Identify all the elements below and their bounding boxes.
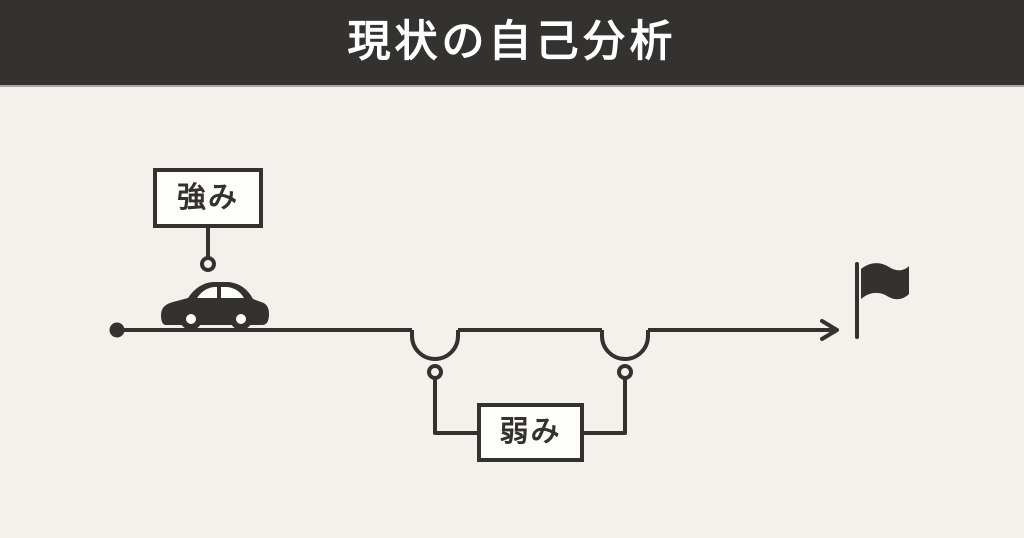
weakness-label: 弱み bbox=[499, 416, 562, 448]
car-wheel-rear-hub bbox=[186, 314, 196, 324]
pothole-left bbox=[410, 330, 460, 361]
weakness-connector-line-right bbox=[582, 378, 627, 435]
weakness-connector-dot-left bbox=[427, 364, 443, 380]
flag-banner bbox=[861, 263, 909, 300]
start-dot-icon bbox=[109, 322, 125, 338]
strength-connector-dot bbox=[200, 256, 216, 272]
strength-label-box: 強み bbox=[153, 168, 263, 228]
strength-label: 強み bbox=[176, 181, 239, 214]
pothole-right bbox=[600, 330, 650, 361]
weakness-label-box: 弱み bbox=[477, 403, 584, 462]
car-icon bbox=[161, 282, 269, 330]
goal-flag-icon bbox=[855, 262, 909, 339]
arrow-right-icon bbox=[820, 319, 839, 341]
title-bar: 現状の自己分析 bbox=[0, 0, 1024, 87]
page-title: 現状の自己分析 bbox=[347, 18, 677, 66]
weakness-connector-dot-right bbox=[617, 364, 633, 380]
car-wheel-front-hub bbox=[236, 314, 246, 324]
weakness-connector-line-left bbox=[433, 378, 479, 435]
